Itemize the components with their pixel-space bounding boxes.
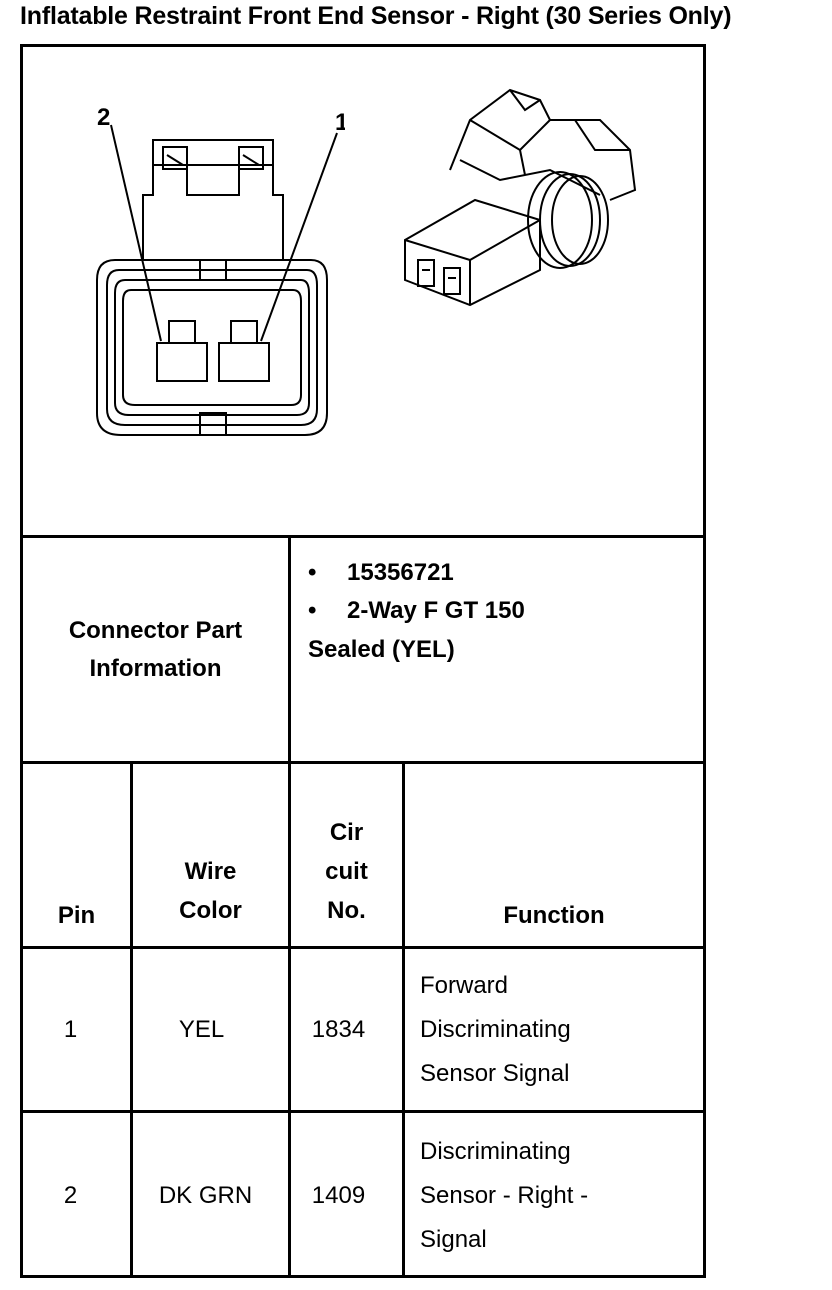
header-function-text: Function xyxy=(503,902,605,929)
table-row-2-function: Discriminating Sensor - Right - Signal xyxy=(420,1113,700,1278)
connector-description-line1: 2-Way F GT 150 xyxy=(347,597,525,624)
row-1-wire-color-text: YEL xyxy=(178,1015,225,1043)
divider-col-pin xyxy=(130,761,133,1278)
row-2-wire-color-text: DK GRN xyxy=(158,1181,253,1209)
row-1-pin-text: 1 xyxy=(63,1015,78,1043)
table-row-2-wire-color: DK GRN xyxy=(133,1113,278,1278)
header-circuit-number: Cir cuit No. xyxy=(291,764,402,930)
part-number: 15356721 xyxy=(347,559,454,586)
header-circuit-line1: Cir xyxy=(329,819,364,846)
row-1-function-line3: Sensor Signal xyxy=(420,1059,570,1087)
connector-info-label-line1: Connector Part xyxy=(68,616,243,644)
pin-1-label: 1 xyxy=(335,109,345,136)
table-row-1-function: Forward Discriminating Sensor Signal xyxy=(420,949,700,1110)
header-pin-text: Pin xyxy=(57,902,96,929)
row-2-function-line2: Sensor - Right - xyxy=(420,1181,589,1209)
table-row-2-pin: 2 xyxy=(23,1113,118,1278)
page-title: Inflatable Restraint Front End Sensor - … xyxy=(20,2,732,30)
header-circuit-line2: cuit xyxy=(325,858,368,885)
header-pin: Pin xyxy=(23,764,130,930)
header-wire-color: Wire Color xyxy=(133,764,288,930)
table-row-1-pin: 1 xyxy=(23,949,118,1110)
row-2-function-line3: Signal xyxy=(420,1225,487,1253)
table-row-1-wire-color: YEL xyxy=(133,949,270,1110)
row-2-circuit-text: 1409 xyxy=(311,1181,366,1209)
header-wire-color-line2: Color xyxy=(179,897,242,924)
divider-connector-bottom xyxy=(20,761,706,764)
connector-info-label-line2: Information xyxy=(89,654,222,682)
connector-isometric-illustration xyxy=(404,88,637,307)
row-1-function-line1: Forward xyxy=(420,971,509,999)
connector-description-line2: Sealed (YEL) xyxy=(308,636,455,663)
header-function: Function xyxy=(405,764,703,930)
divider-diagram-bottom xyxy=(20,535,706,538)
row-2-pin-text: 2 xyxy=(63,1181,78,1209)
connector-info-label: Connector Part Information xyxy=(23,538,288,761)
bullet-1: • xyxy=(308,559,317,586)
pin-2-label: 2 xyxy=(97,104,110,131)
table-row-1-circuit: 1834 xyxy=(291,949,386,1110)
row-2-function-line1: Discriminating xyxy=(420,1137,571,1165)
divider-row1-bottom xyxy=(20,1110,706,1113)
header-wire-color-line1: Wire xyxy=(184,858,237,885)
table-frame xyxy=(20,44,706,1278)
connector-face-diagram: 2 1 xyxy=(96,104,345,436)
row-1-circuit-text: 1834 xyxy=(311,1015,366,1043)
table-row-2-circuit: 1409 xyxy=(291,1113,386,1278)
divider-connector-mid xyxy=(288,535,291,764)
divider-col-wire xyxy=(288,761,291,1278)
divider-header-bottom xyxy=(20,946,706,949)
bullet-2: • xyxy=(308,597,317,624)
row-1-function-line2: Discriminating xyxy=(420,1015,571,1043)
divider-col-circuit xyxy=(402,761,405,1278)
header-circuit-line3: No. xyxy=(327,897,366,924)
